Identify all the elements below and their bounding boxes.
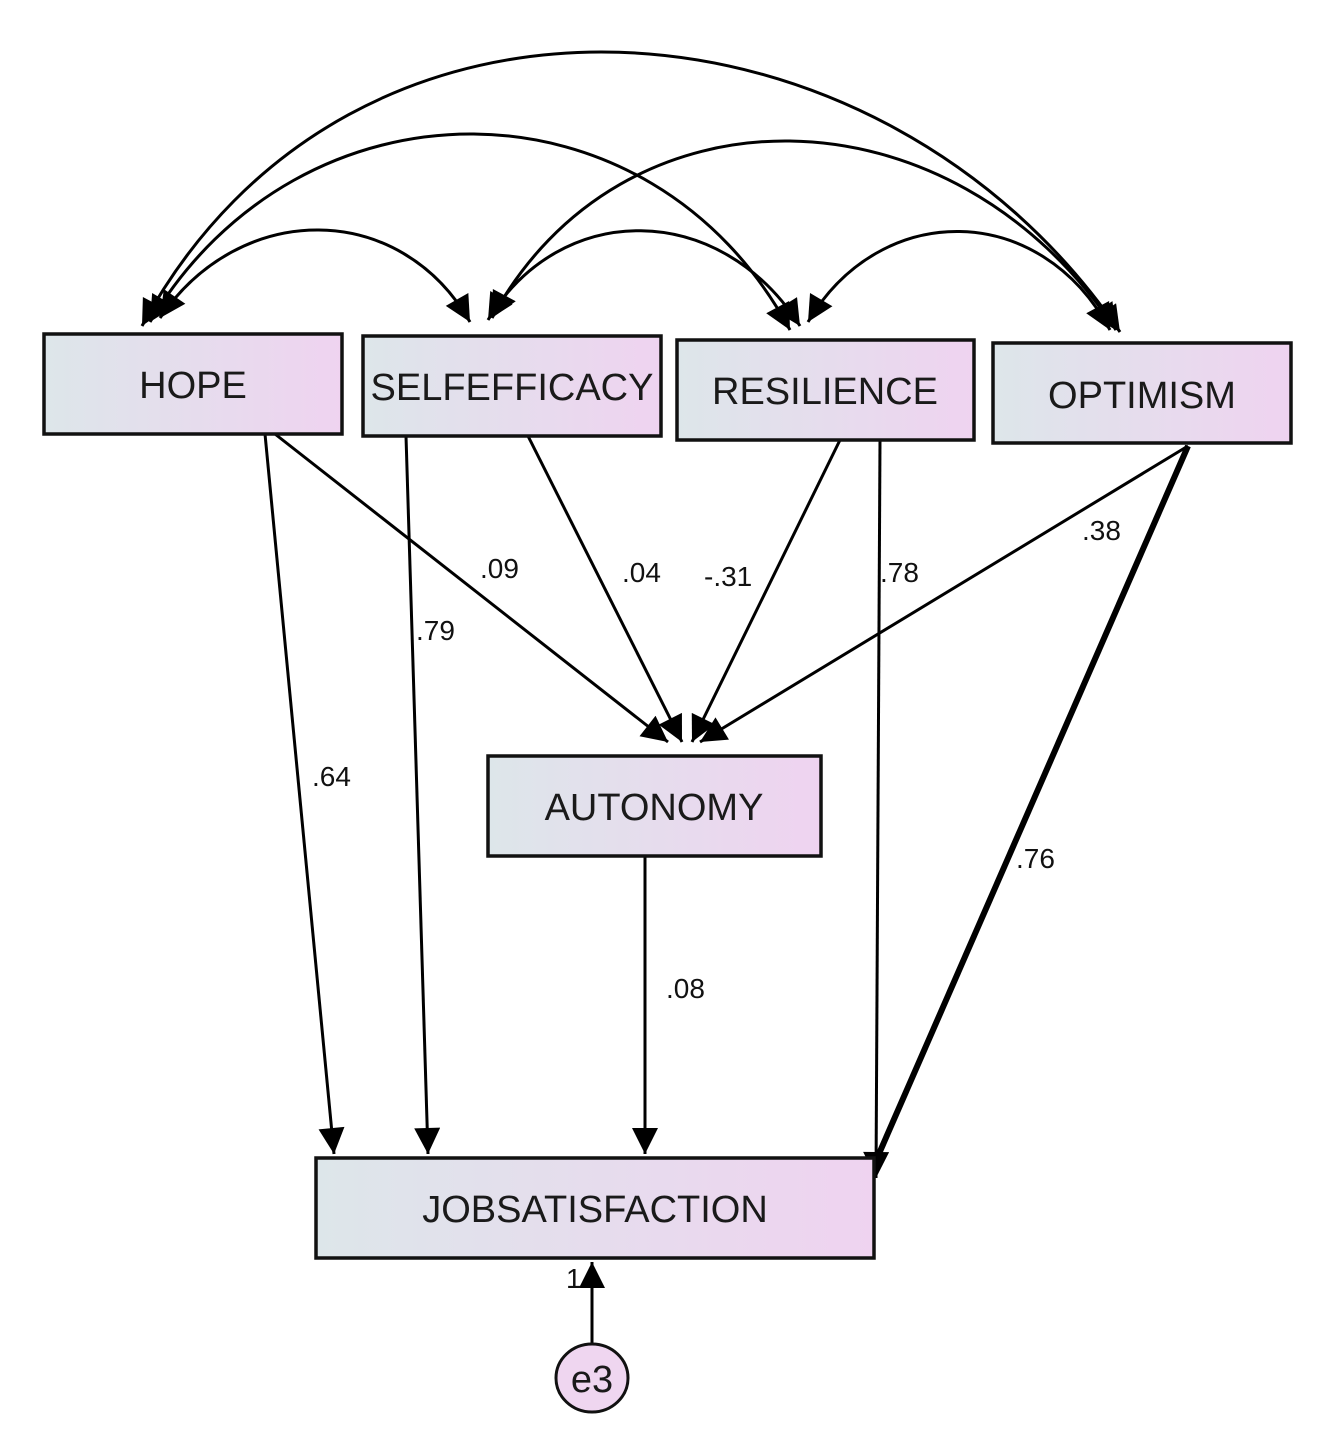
coef-selfefficacy-autonomy: .04 — [622, 557, 661, 588]
paths-to-jobsatisfaction — [263, 433, 1191, 1179]
coef-optimism-jobsatisfaction: .76 — [1016, 843, 1055, 874]
covariance-arrows — [140, 50, 1122, 333]
coef-autonomy-jobsatisfaction: .08 — [666, 973, 705, 1004]
coef-optimism-autonomy: .38 — [1082, 515, 1121, 546]
path-selfefficacy-jobsatisfaction — [404, 435, 441, 1155]
path-coefficients: .09 .04 -.31 .38 .64 .79 .78 .76 .08 1 — [312, 515, 1121, 1294]
cov-hope-selfefficacy — [158, 228, 472, 323]
coef-hope-jobsatisfaction: .64 — [312, 761, 351, 792]
path-hope-jobsatisfaction — [263, 433, 345, 1155]
node-resilience-label: RESILIENCE — [712, 371, 938, 413]
path-hope-autonomy — [274, 432, 669, 744]
coef-selfefficacy-jobsatisfaction: .79 — [416, 615, 455, 646]
coef-resilience-jobsatisfaction: .78 — [880, 557, 919, 588]
node-optimism-label: OPTIMISM — [1048, 375, 1236, 417]
path-optimism-autonomy — [699, 444, 1189, 744]
coef-hope-autonomy: .09 — [480, 553, 519, 584]
path-optimism-jobsatisfaction — [875, 444, 1191, 1158]
node-autonomy[interactable]: AUTONOMY — [486, 754, 823, 858]
node-optimism[interactable]: OPTIMISM — [991, 341, 1293, 445]
path-selfefficacy-autonomy — [526, 435, 684, 743]
coef-error-jobsatisfaction: 1 — [566, 1263, 582, 1294]
path-resilience-autonomy — [690, 439, 842, 743]
cov-selfefficacy-resilience — [486, 229, 802, 327]
path-resilience-jobsatisfaction — [863, 439, 890, 1179]
node-hope[interactable]: HOPE — [42, 332, 344, 436]
coef-resilience-autonomy: -.31 — [704, 561, 752, 592]
error-label: e3 — [571, 1359, 613, 1401]
node-jobsatisfaction-label: JOBSATISFACTION — [422, 1189, 768, 1231]
cov-hope-optimism — [140, 50, 1122, 333]
node-resilience[interactable]: RESILIENCE — [675, 338, 976, 442]
node-hope-label: HOPE — [139, 365, 247, 407]
paths-to-autonomy — [274, 432, 1189, 744]
cov-selfefficacy-optimism — [490, 139, 1118, 331]
error-term[interactable]: e3 — [554, 1342, 630, 1414]
node-autonomy-label: AUTONOMY — [545, 787, 764, 829]
cov-hope-resilience — [148, 132, 792, 331]
node-selfefficacy-label: SELFEFFICACY — [371, 367, 654, 409]
node-jobsatisfaction[interactable]: JOBSATISFACTION — [314, 1156, 876, 1260]
error-circle — [554, 1342, 630, 1414]
cov-resilience-optimism — [806, 230, 1112, 331]
node-selfefficacy[interactable]: SELFEFFICACY — [361, 334, 663, 438]
